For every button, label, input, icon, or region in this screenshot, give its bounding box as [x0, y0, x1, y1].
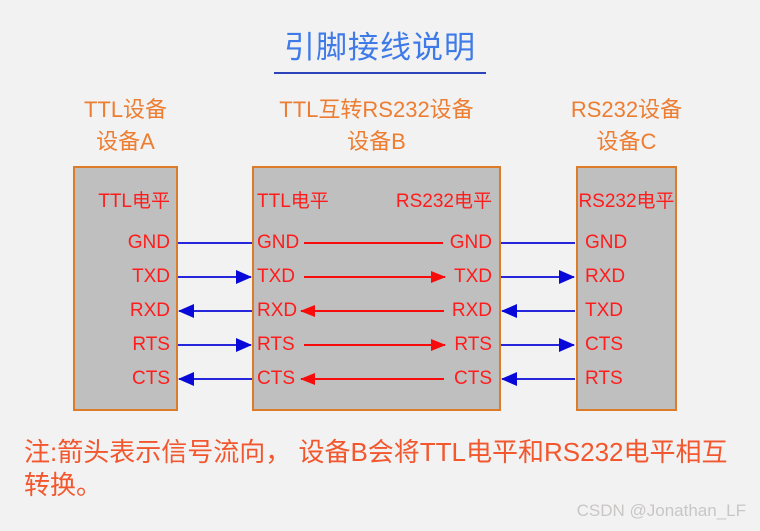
- device-b-rs232-pin-rxd: RXD: [451, 300, 492, 321]
- device-a-level-label: TTL电平: [98, 191, 170, 212]
- note-line-2: 转换。: [24, 470, 103, 500]
- device-b-ttl-pin-rts: RTS: [257, 334, 295, 355]
- device-a-name: TTL设备: [83, 97, 168, 122]
- device-b-rs232-pin-txd: TXD: [454, 266, 492, 287]
- device-c-box: [576, 166, 677, 411]
- device-c-level-label: RS232电平: [578, 191, 675, 212]
- device-c-label: 设备C: [596, 129, 657, 154]
- device-c-pin-rts: RTS: [585, 368, 623, 389]
- device-b-rs232-pin-cts: CTS: [454, 368, 492, 389]
- device-c-header: RS232设备 设备C: [556, 94, 697, 158]
- device-c-pin-cts: CTS: [585, 334, 623, 355]
- device-b-box: [252, 166, 501, 411]
- device-a-pin-rts: RTS: [132, 334, 170, 355]
- device-b-ttl-pin-cts: CTS: [257, 368, 295, 389]
- device-a-box: [73, 166, 178, 411]
- device-b-ttl-pin-gnd: GND: [257, 232, 300, 253]
- device-b-name: TTL互转RS232设备: [279, 97, 474, 122]
- device-b-rs232-pin-gnd: GND: [449, 232, 492, 253]
- device-b-header: TTL互转RS232设备 设备B: [252, 94, 501, 158]
- device-c-pin-txd: TXD: [585, 300, 623, 321]
- device-a-label: 设备A: [96, 129, 155, 154]
- device-c-pin-rxd: RXD: [585, 266, 626, 287]
- device-a-header: TTL设备 设备A: [53, 94, 198, 158]
- device-a-pin-txd: TXD: [132, 266, 170, 287]
- watermark: CSDN @Jonathan_LF: [576, 501, 746, 520]
- device-c-name: RS232设备: [570, 97, 683, 122]
- device-b-ttl-pin-rxd: RXD: [257, 300, 298, 321]
- title-row: 引脚接线说明: [0, 22, 760, 74]
- device-b-level-right-label: RS232电平: [395, 191, 492, 212]
- device-a-pin-cts: CTS: [132, 368, 170, 389]
- device-b-level-left-label: TTL电平: [257, 191, 329, 212]
- device-a-pin-rxd: RXD: [129, 300, 170, 321]
- device-b-label: 设备B: [347, 129, 406, 154]
- device-c-pin-gnd: GND: [585, 232, 628, 253]
- note-line-1: 注:箭头表示信号流向， 设备B会将TTL电平和RS232电平相互: [24, 437, 728, 467]
- page-title: 引脚接线说明: [274, 22, 486, 74]
- note-text: 注:箭头表示信号流向， 设备B会将TTL电平和RS232电平相互 转换。: [24, 436, 728, 502]
- device-b-ttl-pin-txd: TXD: [257, 266, 295, 287]
- device-b-rs232-pin-rts: RTS: [454, 334, 492, 355]
- device-a-pin-gnd: GND: [127, 232, 170, 253]
